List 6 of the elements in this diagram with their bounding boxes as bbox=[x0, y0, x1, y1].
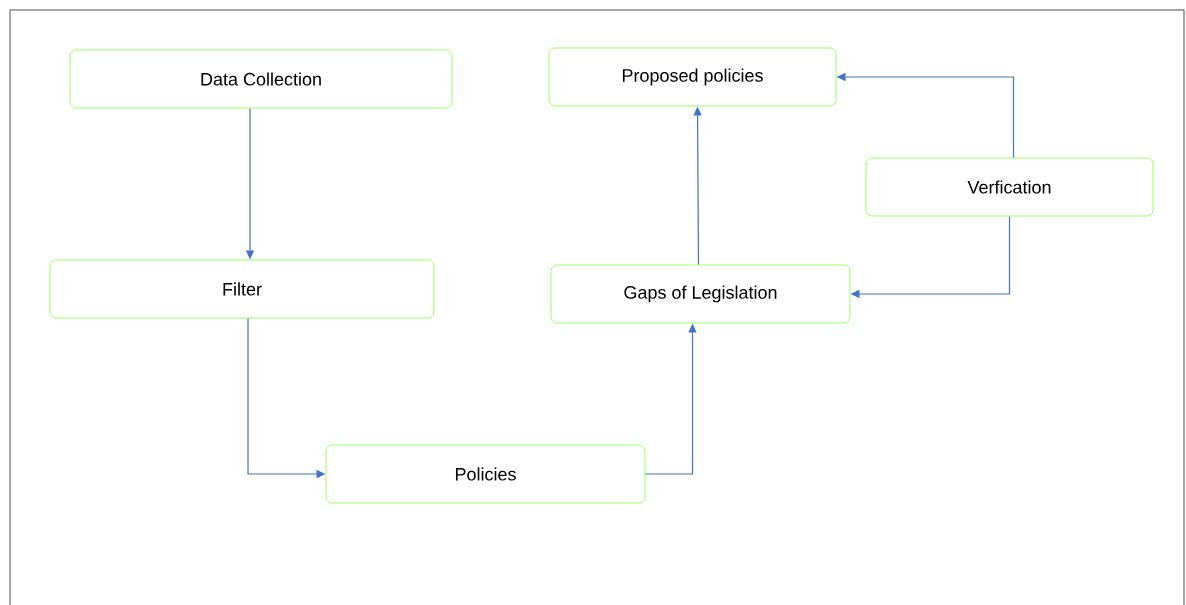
process-box: Gaps of Legislation bbox=[550, 264, 851, 324]
process-box: Policies bbox=[325, 444, 646, 504]
process-box: Proposed policies bbox=[548, 47, 837, 107]
process-box: Verfication bbox=[865, 157, 1154, 217]
process-box: Filter bbox=[49, 259, 435, 319]
process-box: Data Collection bbox=[69, 49, 453, 109]
